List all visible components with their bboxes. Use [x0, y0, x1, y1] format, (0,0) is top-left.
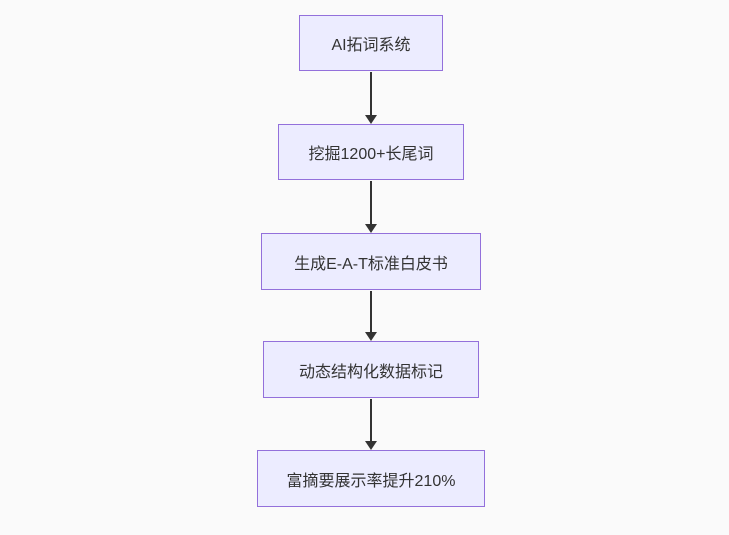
arrow-down-icon: [365, 224, 377, 233]
flow-node-eat-whitepaper: 生成E-A-T标准白皮书: [261, 233, 481, 290]
flow-edge-line: [370, 72, 372, 116]
flow-node-label: 富摘要展示率提升210%: [286, 472, 456, 490]
flow-node-label: 挖掘1200+长尾词: [308, 146, 434, 163]
arrow-down-icon: [365, 115, 377, 124]
flow-node-longtail-words: 挖掘1200+长尾词: [278, 124, 464, 180]
flow-edge-line: [370, 291, 372, 333]
flow-edge-line: [370, 399, 372, 442]
flow-node-label: 生成E-A-T标准白皮书: [294, 255, 448, 273]
flow-node-rich-snippet-result: 富摘要展示率提升210%: [257, 450, 485, 507]
flow-node-label: AI拓词系统: [331, 37, 411, 54]
arrow-down-icon: [365, 441, 377, 450]
flow-node-ai-system: AI拓词系统: [299, 15, 443, 71]
flow-node-label: 动态结构化数据标记: [298, 363, 443, 381]
flow-edge-line: [370, 181, 372, 225]
flow-node-structured-data: 动态结构化数据标记: [263, 341, 479, 398]
arrow-down-icon: [365, 332, 377, 341]
